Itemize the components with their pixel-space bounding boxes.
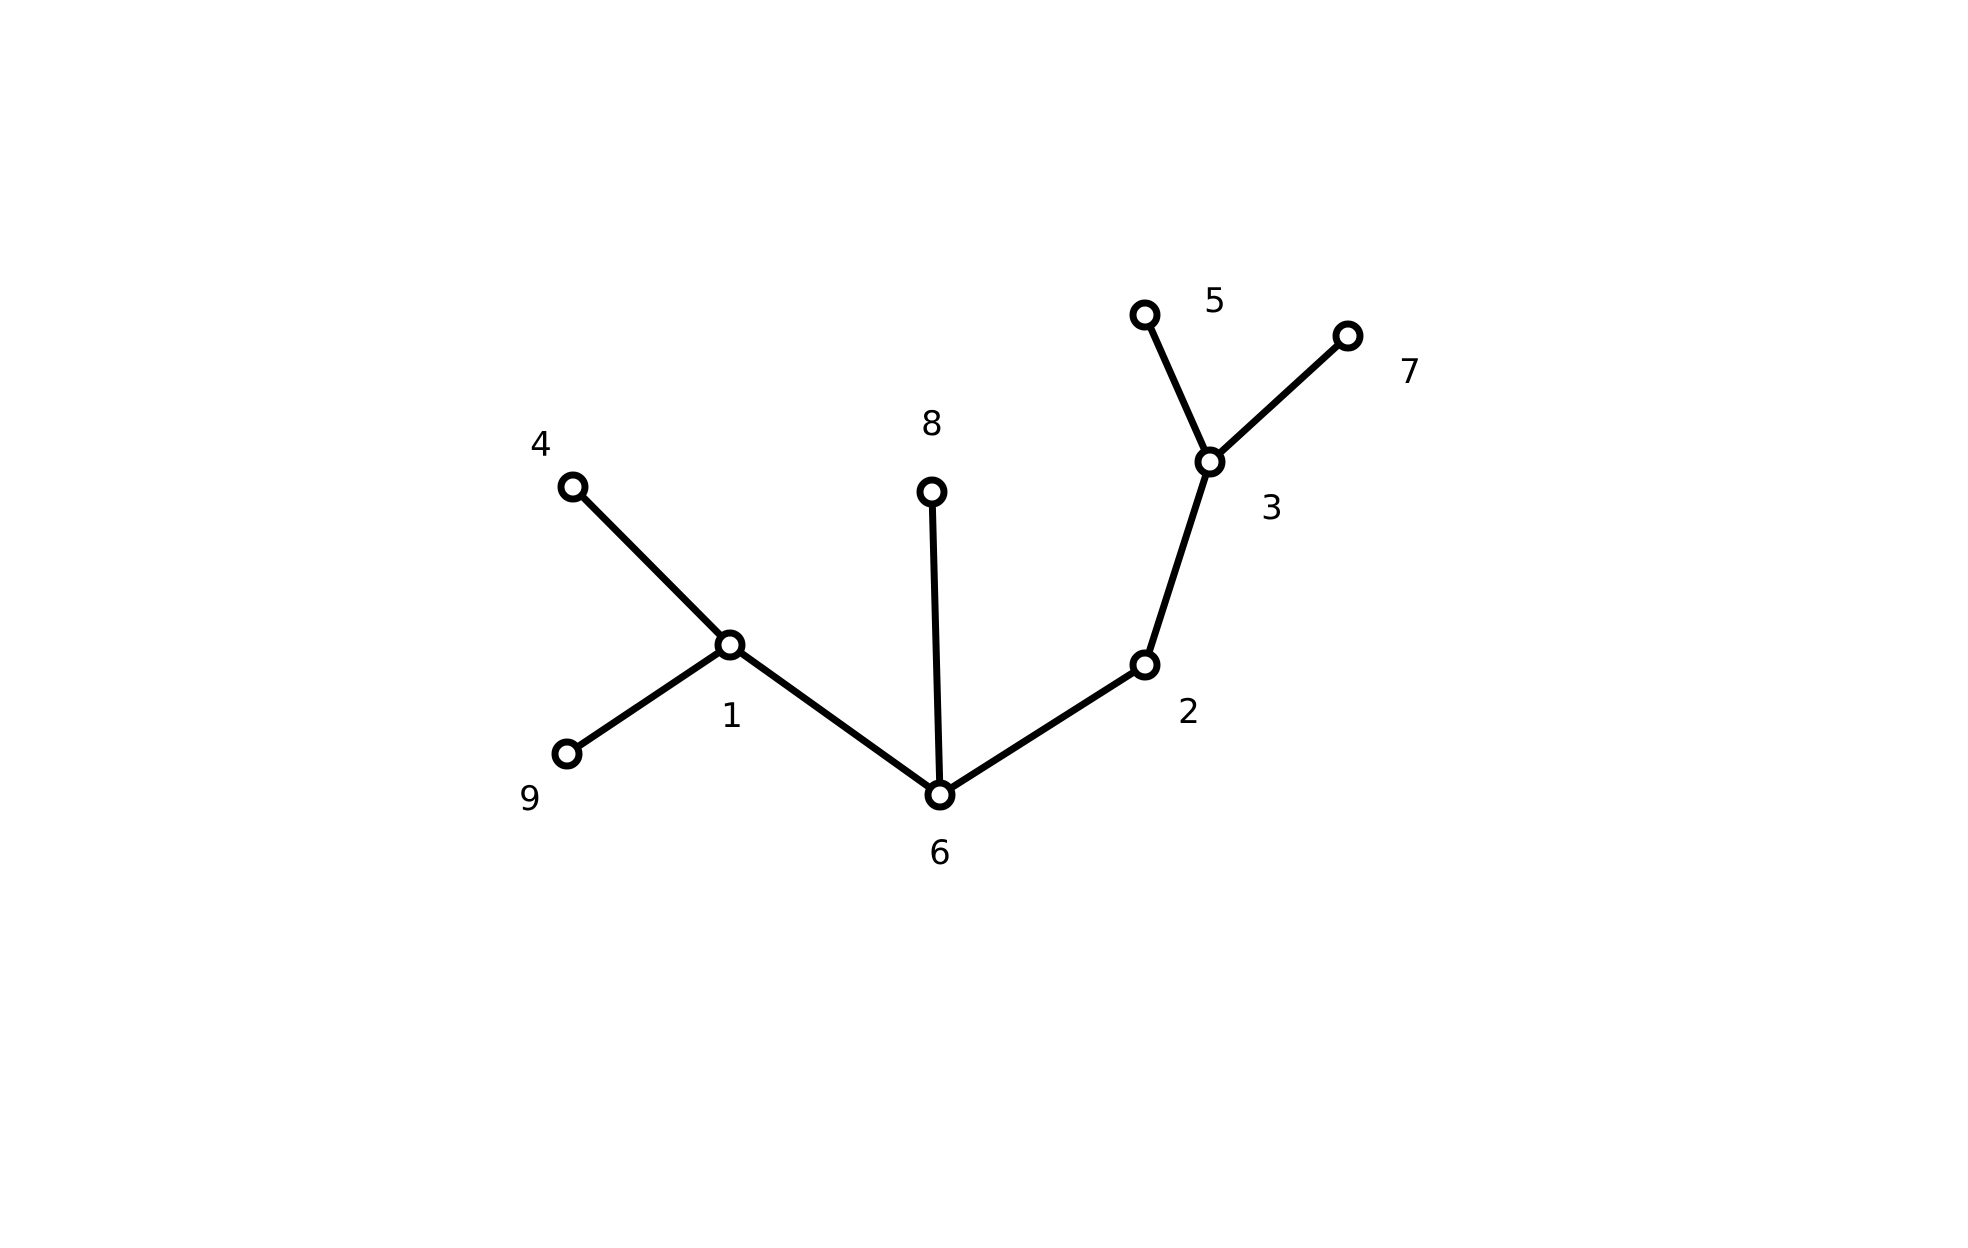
edge-8-6 <box>928 500 944 787</box>
node-label-6: 6 <box>929 833 951 873</box>
node-8 <box>916 476 948 508</box>
node-1 <box>714 629 746 661</box>
node-label-5: 5 <box>1204 281 1226 321</box>
node-label-8: 8 <box>921 404 943 444</box>
labels-layer: 1 2 3 4 5 6 7 8 9 <box>519 281 1421 873</box>
node-5 <box>1129 299 1161 331</box>
node-2 <box>1129 649 1161 681</box>
node-label-3: 3 <box>1261 488 1283 528</box>
node-4 <box>557 471 589 503</box>
node-label-7: 7 <box>1399 352 1421 392</box>
node-9 <box>551 738 583 770</box>
edges-layer <box>573 322 1343 793</box>
edge-1-6 <box>736 648 934 792</box>
nodes-layer <box>551 299 1364 811</box>
node-6 <box>924 779 956 811</box>
node-7 <box>1332 320 1364 352</box>
edge-5-3 <box>1146 322 1209 455</box>
node-label-2: 2 <box>1178 692 1200 732</box>
node-label-4: 4 <box>530 425 552 465</box>
node-label-1: 1 <box>721 696 743 736</box>
node-3 <box>1194 446 1226 478</box>
edge-7-3 <box>1215 340 1343 458</box>
node-label-9: 9 <box>519 779 541 819</box>
edge-9-1 <box>573 648 724 751</box>
edge-4-1 <box>577 492 726 640</box>
edge-2-3 <box>1145 469 1210 658</box>
edge-6-2 <box>946 667 1139 793</box>
